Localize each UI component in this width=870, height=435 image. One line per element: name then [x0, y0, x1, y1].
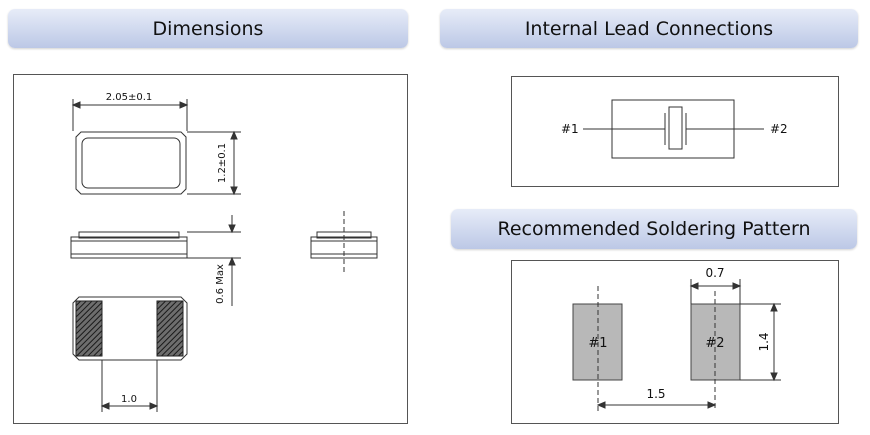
soldering-pattern-drawing: #1 #2 0.7 1.4 1.5: [572, 266, 781, 411]
crystal-symbol: [668, 106, 683, 150]
pad-width-label: 0.7: [705, 266, 724, 280]
dimensions-drawing: 2.05±0.1 1.2±0.1 0.6 Max 1.0: [70, 92, 378, 412]
package-side-view: [70, 231, 188, 259]
internal-connections-panel: #1 #2: [511, 76, 839, 187]
height-label: 0.6 Max: [215, 264, 226, 304]
bottom-pad-left: [75, 300, 103, 357]
length-label: 2.05±0.1: [106, 92, 153, 103]
pad-spacing-label: 1.0: [121, 394, 137, 405]
soldering-pattern-header: Recommended Soldering Pattern: [451, 209, 857, 249]
bottom-pad-right: [156, 300, 184, 357]
dimensions-panel: 2.05±0.1 1.2±0.1 0.6 Max 1.0: [13, 74, 408, 424]
width-label: 1.2±0.1: [217, 143, 228, 183]
internal-connections-drawing: #1 #2: [561, 99, 788, 159]
package-top-view: [75, 131, 187, 195]
internal-lead-connections-header: Internal Lead Connections: [440, 9, 858, 48]
pitch-label: 1.5: [646, 387, 665, 401]
pad1-label: #1: [588, 336, 607, 351]
pin2-label: #2: [770, 122, 788, 136]
package-bottom-view: [72, 296, 188, 361]
pad2-label: #2: [705, 336, 724, 351]
dimensions-header: Dimensions: [8, 9, 408, 48]
soldering-pattern-panel: #1 #2 0.7 1.4 1.5: [511, 260, 839, 424]
pad-height-label: 1.4: [757, 332, 771, 351]
package-end-view: [310, 211, 378, 275]
pin1-label: #1: [561, 122, 579, 136]
